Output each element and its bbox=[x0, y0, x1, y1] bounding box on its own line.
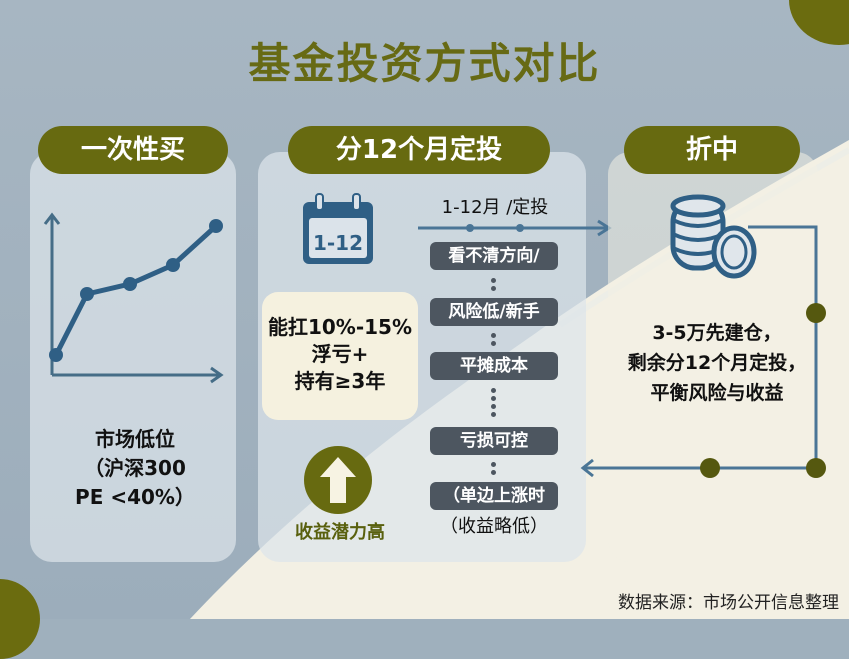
arrow-up-icon bbox=[304, 446, 372, 514]
line-chart-icon bbox=[43, 212, 224, 384]
step-pill: 亏损可控 bbox=[430, 427, 558, 455]
flow-connector bbox=[580, 225, 826, 478]
header-dca: 分12个月定投 bbox=[288, 126, 550, 174]
dots-connector bbox=[491, 330, 496, 349]
timeline-label: 1-12月 /定投 bbox=[441, 197, 549, 218]
step-pill: 风险低/新手 bbox=[430, 298, 558, 326]
page-title: 基金投资方式对比 bbox=[248, 39, 601, 88]
tolerance-text: 能扛10%-15% 浮亏+ 持有≥3年 bbox=[267, 315, 413, 393]
calendar-icon: 1-12 bbox=[303, 193, 373, 264]
step-pill: （单边上涨时 bbox=[430, 482, 558, 510]
header-balanced: 折中 bbox=[624, 126, 800, 174]
balanced-description: 3-5万先建仓， 剩余分12个月定投， 平衡风险与收益 bbox=[627, 322, 807, 404]
tolerance-box bbox=[262, 292, 418, 420]
dots-connector bbox=[491, 459, 496, 478]
potential-label: 收益潜力高 bbox=[295, 522, 385, 543]
step-pill: 看不清方向/ bbox=[430, 242, 558, 270]
data-source: 数据来源：市场公开信息整理 bbox=[618, 593, 839, 613]
coins-icon bbox=[670, 194, 757, 279]
dots-connector bbox=[491, 385, 496, 420]
step-pill: 平摊成本 bbox=[430, 352, 558, 380]
card-lump-sum bbox=[30, 152, 236, 562]
dots-connector bbox=[491, 275, 496, 294]
header-lump-sum: 一次性买 bbox=[38, 126, 228, 174]
svg-text:1-12: 1-12 bbox=[313, 231, 363, 255]
lump-sum-condition: 市场低位 （沪深300 PE <40%） bbox=[75, 427, 195, 509]
steps-note: （收益略低） bbox=[440, 516, 548, 537]
